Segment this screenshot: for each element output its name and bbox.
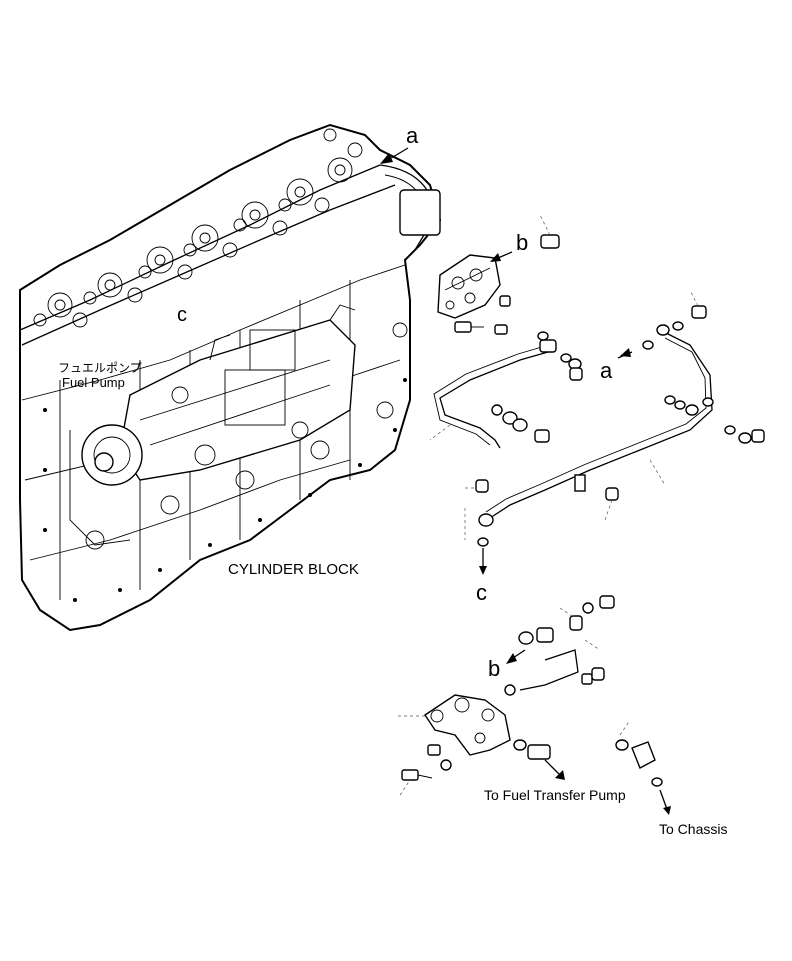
- o-rings-upper: [491, 321, 752, 444]
- transfer-pump-fitting: [513, 739, 565, 780]
- lower-connectors: [504, 595, 615, 696]
- plug-fitting: [539, 214, 560, 249]
- cylinder-block-drawing: [19, 123, 442, 632]
- tube-end-fitting-c: [464, 479, 494, 547]
- callout-b-lower: b: [488, 649, 526, 681]
- to-fuel-transfer-pump-label: To Fuel Transfer Pump: [484, 787, 626, 803]
- filter-head-bolts: [454, 295, 511, 335]
- fuel-pump-label: Fuel Pump: [62, 375, 125, 390]
- fuel-tube-upper-left: [429, 339, 557, 449]
- svg-text:a: a: [600, 358, 613, 383]
- callout-b-upper: b: [490, 230, 528, 262]
- svg-text:c: c: [177, 304, 187, 326]
- fuel-filter-head-upper: [437, 254, 501, 319]
- callout-c-lower: c: [476, 548, 487, 605]
- cylinder-block-label: CYLINDER BLOCK: [228, 561, 359, 578]
- banjo-bolts-upper: [534, 289, 765, 521]
- chassis-fitting: [615, 719, 671, 815]
- callout-a-top: a: [380, 123, 419, 164]
- to-chassis-label: To Chassis: [659, 821, 727, 837]
- svg-text:b: b: [488, 656, 500, 681]
- fuel-filter-head-lower: [398, 694, 511, 756]
- svg-text:c: c: [476, 580, 487, 605]
- fuel-pump-japanese-label: フュエルポンプ: [58, 361, 142, 375]
- lower-bolts: [399, 744, 452, 796]
- callout-c-engine: c: [177, 304, 187, 326]
- svg-text:a: a: [406, 123, 419, 148]
- callout-a-right: a: [600, 348, 633, 383]
- fuel-tube-upper-right: [485, 329, 713, 519]
- svg-text:b: b: [516, 230, 528, 255]
